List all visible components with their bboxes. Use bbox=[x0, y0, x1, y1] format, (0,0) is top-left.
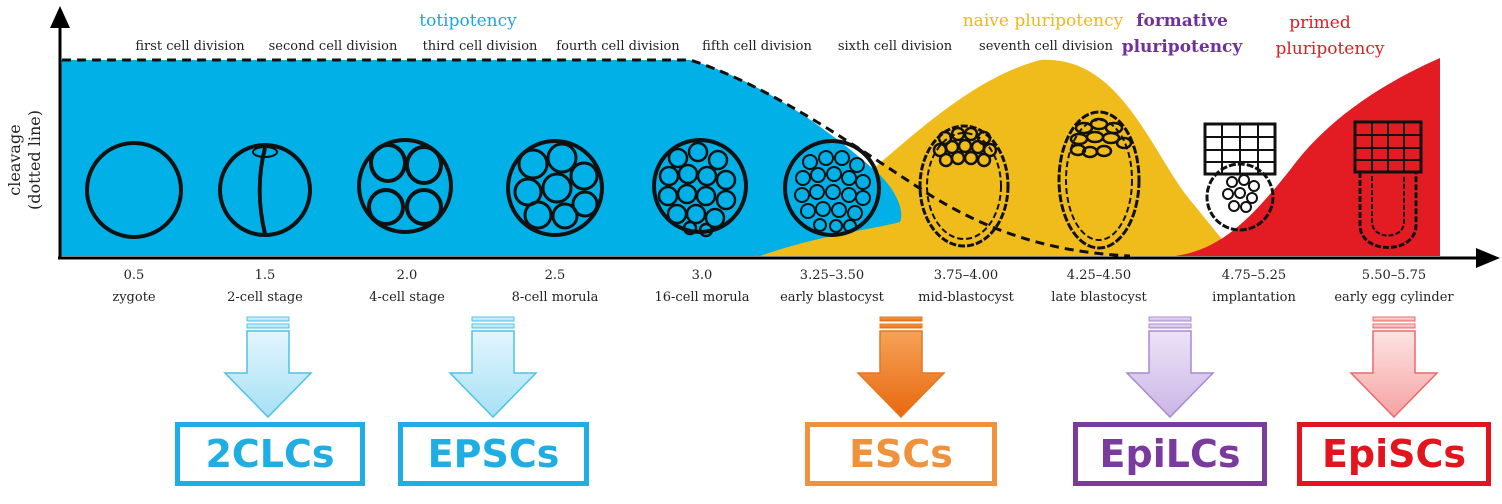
stem-cell-box-2clcs: 2CLCs bbox=[175, 422, 365, 486]
primed-pluripotency-label-2: pluripotency bbox=[1276, 39, 1385, 59]
embryo-early-blastocyst bbox=[783, 139, 881, 237]
stage-day-1: 0.5 bbox=[124, 268, 145, 283]
arrow-epilcs bbox=[1125, 316, 1215, 419]
stage-day-4: 2.5 bbox=[545, 268, 566, 283]
stem-cell-label-epilcs: EpiLCs bbox=[1099, 432, 1241, 476]
stage-day-3: 2.0 bbox=[397, 268, 418, 283]
cell-division-label-1: first cell division bbox=[135, 39, 245, 54]
embryo-mid-blastocyst bbox=[918, 124, 1010, 248]
stem-cell-box-epilcs: EpiLCs bbox=[1073, 422, 1267, 486]
stage-day-8: 4.25–4.50 bbox=[1067, 268, 1131, 283]
arrow-escs bbox=[856, 316, 946, 419]
stage-name-4: 8-cell morula bbox=[512, 290, 599, 305]
embryo-late-blastocyst bbox=[1057, 110, 1141, 250]
totipotency-region bbox=[60, 60, 902, 256]
y-axis-label-line1: cleavage bbox=[5, 124, 24, 195]
stage-day-10: 5.50–5.75 bbox=[1362, 268, 1426, 283]
cleavage-dotted-line bbox=[62, 58, 1131, 258]
stage-name-8: late blastocyst bbox=[1051, 290, 1147, 305]
embryo-16-cell bbox=[652, 138, 748, 238]
stage-name-7: mid-blastocyst bbox=[918, 290, 1014, 305]
y-axis-label-line2: (dotted line) bbox=[25, 110, 44, 210]
totipotency-label: totipotency bbox=[419, 11, 517, 31]
embryo-zygote bbox=[85, 141, 183, 239]
stage-name-3: 4-cell stage bbox=[369, 290, 445, 305]
stem-cell-box-episcs: EpiSCs bbox=[1297, 422, 1491, 486]
arrow-episcs bbox=[1349, 316, 1439, 419]
arrow-epscs bbox=[448, 316, 538, 419]
formative-pluripotency-label-1: formative bbox=[1136, 11, 1228, 31]
formative-pluripotency-label-2: pluripotency bbox=[1122, 37, 1244, 57]
embryo-4-cell bbox=[357, 138, 453, 234]
cell-division-label-2: second cell division bbox=[269, 39, 398, 54]
cell-division-label-4: fourth cell division bbox=[556, 39, 680, 54]
cell-division-label-7: seventh cell division bbox=[979, 39, 1114, 54]
x-axis-arrowhead bbox=[1476, 248, 1500, 268]
stage-day-6: 3.25–3.50 bbox=[800, 268, 864, 283]
stem-cell-label-2clcs: 2CLCs bbox=[205, 432, 335, 476]
cell-division-label-5: fifth cell division bbox=[702, 39, 812, 54]
cell-division-label-6: sixth cell division bbox=[838, 39, 953, 54]
stage-day-5: 3.0 bbox=[692, 268, 713, 283]
stage-day-2: 1.5 bbox=[255, 268, 276, 283]
stage-name-10: early egg cylinder bbox=[1334, 290, 1454, 305]
stem-cell-box-epscs: EPSCs bbox=[398, 422, 589, 486]
cell-division-label-3: third cell division bbox=[423, 39, 538, 54]
embryo-implantation bbox=[1203, 122, 1277, 232]
stage-name-2: 2-cell stage bbox=[227, 290, 303, 305]
stage-name-5: 16-cell morula bbox=[654, 290, 749, 305]
stage-day-7: 3.75–4.00 bbox=[934, 268, 998, 283]
stem-cell-label-episcs: EpiSCs bbox=[1321, 432, 1467, 476]
embryo-2-cell bbox=[218, 143, 312, 237]
arrow-2clcs bbox=[223, 316, 313, 419]
stage-day-9: 4.75–5.25 bbox=[1222, 268, 1286, 283]
stem-cell-box-escs: ESCs bbox=[805, 422, 997, 486]
embryo-8-cell bbox=[506, 139, 604, 237]
stage-name-1: zygote bbox=[112, 290, 156, 305]
stage-name-9: implantation bbox=[1212, 290, 1296, 305]
naive-pluripotency-label: naive pluripotency bbox=[963, 11, 1124, 31]
stem-cell-label-epscs: EPSCs bbox=[427, 432, 560, 476]
y-axis-arrowhead bbox=[50, 6, 70, 28]
embryo-early-egg-cylinder bbox=[1353, 120, 1423, 249]
primed-pluripotency-region bbox=[1175, 58, 1440, 256]
stem-cell-label-escs: ESCs bbox=[849, 432, 953, 476]
stage-name-6: early blastocyst bbox=[780, 290, 885, 305]
primed-pluripotency-label-1: primed bbox=[1289, 13, 1351, 33]
